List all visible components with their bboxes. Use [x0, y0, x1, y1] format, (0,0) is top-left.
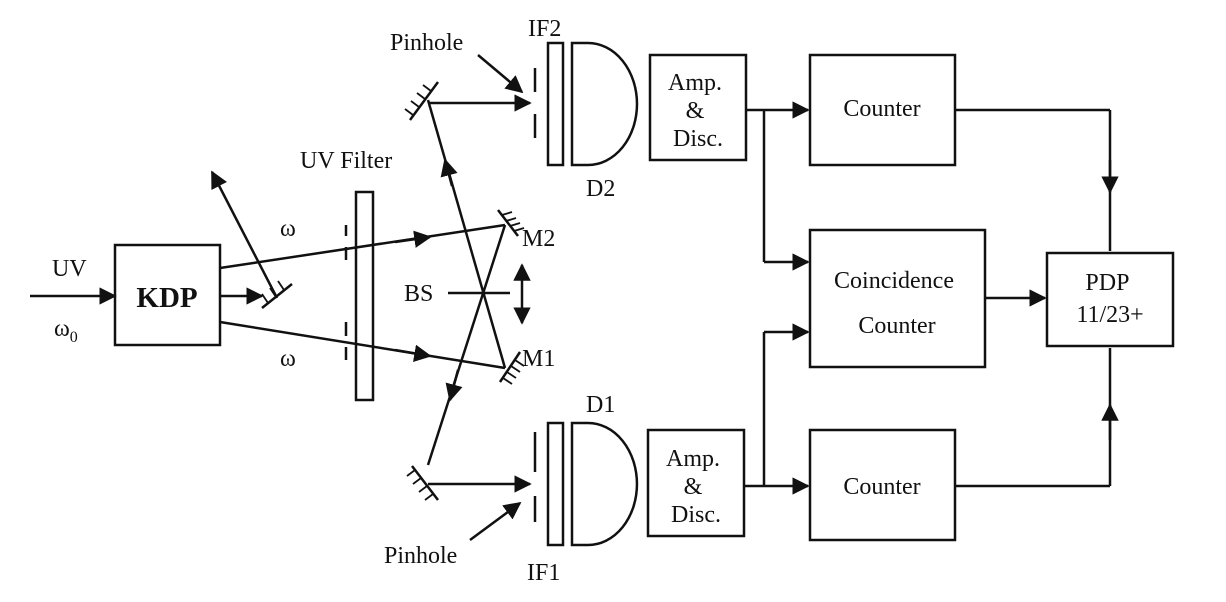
- mirror-m1-hatch: [502, 359, 525, 385]
- coincidence-counter-box: [808, 228, 987, 369]
- omega-lower-label: ω: [280, 346, 296, 372]
- path-m1-arrow: [440, 158, 458, 187]
- pinhole-bottom-label: Pinhole: [384, 543, 457, 569]
- kdp-label: KDP: [136, 282, 197, 314]
- counter-bottom-label: Counter: [843, 474, 920, 500]
- counter-top-label: Counter: [843, 96, 920, 122]
- path-m2-arrow: [445, 369, 463, 402]
- bottom-fold-mirror: [411, 465, 439, 501]
- coincidence-counter-text: Coincidence Counter: [834, 268, 960, 339]
- signal-beam-lower: [219, 320, 506, 370]
- pump-reflected-beam: [210, 170, 279, 299]
- mirror-m1: [498, 351, 522, 383]
- path-m1-to-top-mirror: [426, 99, 507, 369]
- top-fold-mirror: [408, 81, 440, 121]
- if1-filter: [546, 421, 565, 547]
- if1-label: IF1: [527, 560, 560, 586]
- m1-label: M1: [522, 346, 555, 372]
- pinhole-top-pointer: [477, 54, 524, 94]
- signal-beam-lower-arrow: [394, 344, 432, 362]
- if2-filter: [546, 41, 565, 167]
- uv-label: UV: [52, 256, 87, 282]
- detector-d2: [570, 41, 639, 167]
- omega0-label: ω0: [54, 316, 78, 346]
- pdp-computer-box: [1045, 251, 1175, 348]
- d1-label: D1: [586, 392, 615, 418]
- amp-disc-bottom-text: Amp. & Disc.: [666, 446, 726, 528]
- if2-label: IF2: [528, 16, 561, 42]
- path-m2-to-bottom-mirror: [426, 224, 507, 466]
- signal-beam-upper-arrow: [394, 230, 432, 248]
- uv-filter-label: UV Filter: [300, 148, 392, 174]
- amp-disc-top-text: Amp. & Disc.: [668, 70, 728, 152]
- pinhole-top-label: Pinhole: [390, 30, 463, 56]
- mirror-m2-hatch: [501, 211, 525, 232]
- detector-d1: [570, 421, 639, 547]
- d2-label: D2: [586, 176, 615, 202]
- pinhole-bottom-pointer: [469, 501, 522, 542]
- amp-disc-bottom-box: [646, 428, 746, 538]
- pdp-computer-text: PDP 11/23+: [1076, 270, 1143, 328]
- signal-beam-upper: [219, 223, 506, 270]
- bottom-fold-mirror-hatch: [406, 469, 434, 501]
- bs-label: BS: [404, 281, 433, 307]
- uv-filter-plate: [354, 190, 375, 402]
- omega-upper-label: ω: [280, 216, 296, 242]
- m2-label: M2: [522, 226, 555, 252]
- amp-disc-top-box: [648, 53, 748, 162]
- top-fold-mirror-hatch: [404, 84, 432, 116]
